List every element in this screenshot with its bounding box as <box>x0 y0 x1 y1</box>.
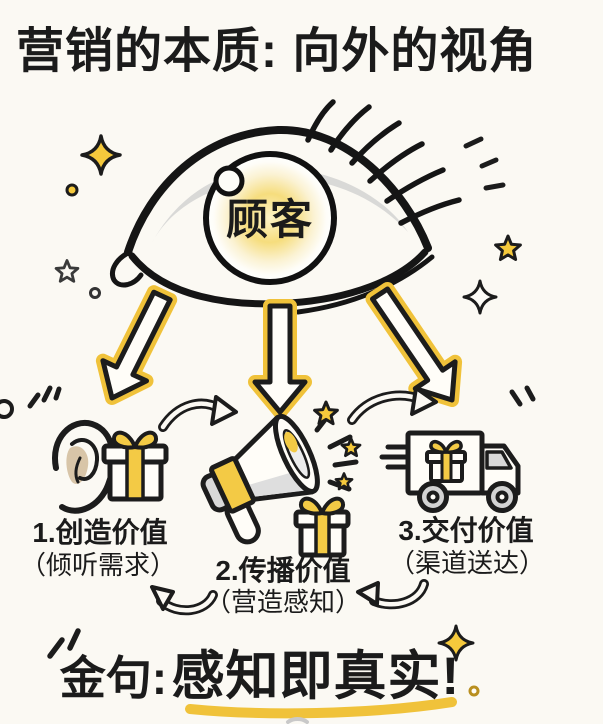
arrow-down-right-icon <box>365 282 463 407</box>
sparkle-icon <box>437 624 480 697</box>
dash-accent <box>27 136 536 409</box>
flow-arrow-icon <box>158 395 238 432</box>
eye-icon <box>110 99 462 315</box>
page-title: 营销的本质: 向外的视角 <box>16 25 538 78</box>
step-1-subtitle: （倾听需求） <box>19 550 176 580</box>
sparkle-icon <box>462 279 498 315</box>
tear-duct <box>110 249 144 288</box>
step-2-subtitle: （营造感知） <box>204 587 361 617</box>
gift-icon <box>425 439 467 483</box>
star-icon <box>54 234 522 283</box>
arrow-down-left-icon <box>95 285 178 405</box>
arrow-down-icon <box>248 299 312 419</box>
ear-icon <box>52 419 117 514</box>
speed-lines-icon <box>379 444 409 470</box>
quote: 金句: 感知即真实! <box>40 648 480 705</box>
quote-underline <box>185 697 457 719</box>
eyelashes-icon <box>305 99 462 226</box>
step-1-title: 1.创造价值 <box>32 517 168 548</box>
gift-icon <box>293 496 351 558</box>
megaphone-icon <box>200 413 320 545</box>
quote-emphasis: 感知即真实! <box>171 647 461 706</box>
flow-arrow-icon <box>356 579 429 610</box>
sparkle-icon <box>80 134 122 176</box>
star-icon <box>313 400 362 491</box>
eye-highlight <box>213 165 245 197</box>
iris-label: 顾客 <box>225 196 314 243</box>
gift-icon <box>101 430 169 502</box>
step-2-title: 2.传播价值 <box>215 555 351 586</box>
step-3-subtitle: （渠道送达） <box>388 548 545 578</box>
quote-prefix: 金句: <box>59 652 168 704</box>
step-3-title: 3.交付价值 <box>398 515 534 546</box>
delivery-truck-icon <box>405 430 521 513</box>
dash-accent <box>47 628 81 659</box>
dash-accent <box>286 717 309 724</box>
flow-arrow-icon <box>150 585 218 616</box>
dot-accent <box>0 183 101 419</box>
flow-arrow-icon <box>347 386 438 425</box>
